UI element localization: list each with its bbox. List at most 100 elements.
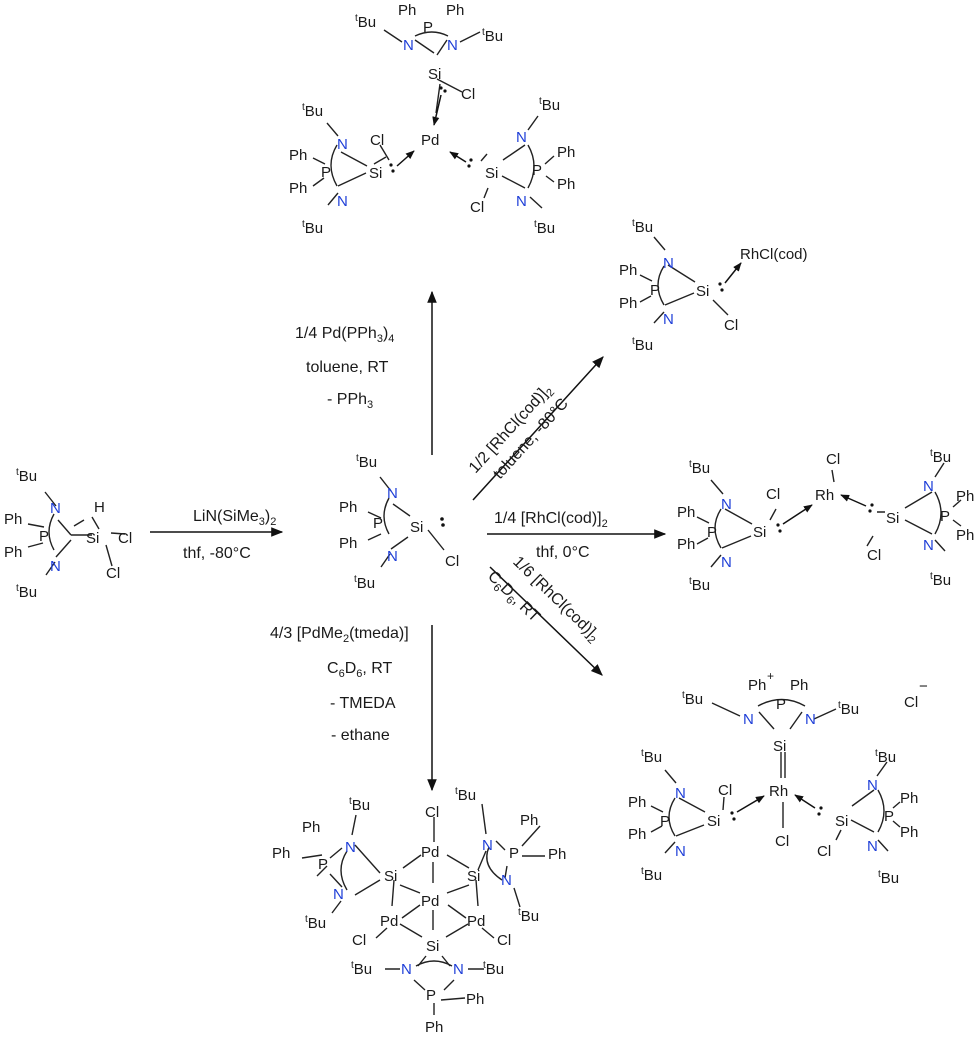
svg-text:Ph: Ph	[628, 826, 646, 843]
svg-text:Cl: Cl	[775, 833, 789, 850]
svg-text:Ph: Ph	[619, 262, 637, 279]
svg-text:Si: Si	[467, 868, 480, 885]
svg-text:Ph: Ph	[339, 499, 357, 516]
svg-text:N: N	[743, 711, 754, 728]
svg-text:Ph: Ph	[557, 176, 575, 193]
svg-text:P: P	[321, 164, 331, 181]
svg-text:tBu: tBu	[302, 219, 323, 237]
svg-text:N: N	[805, 711, 816, 728]
arrow-rh-sixth	[489, 566, 603, 676]
svg-text:tBu: tBu	[305, 914, 326, 932]
svg-text:Cl: Cl	[370, 132, 384, 149]
svg-text:N: N	[387, 548, 398, 565]
svg-text:Cl: Cl	[497, 932, 511, 949]
svg-text:P: P	[373, 515, 383, 532]
svg-text:tBu: tBu	[539, 96, 560, 114]
svg-text:N: N	[333, 886, 344, 903]
svg-text:Si: Si	[835, 813, 848, 830]
svg-text:Si: Si	[384, 868, 397, 885]
svg-text:Rh: Rh	[769, 783, 788, 800]
cond-pd-top-line3: - PPh3	[327, 391, 373, 411]
cond-pd-bottom-line4: - ethane	[331, 727, 390, 744]
svg-text:Ph: Ph	[956, 488, 974, 505]
svg-text:tBu: tBu	[689, 576, 710, 594]
svg-text:tBu: tBu	[351, 960, 372, 978]
svg-text:N: N	[337, 193, 348, 210]
svg-text:tBu: tBu	[354, 574, 375, 592]
svg-text:N: N	[516, 193, 527, 210]
svg-text:Ph: Ph	[900, 824, 918, 841]
svg-text:Ph: Ph	[302, 819, 320, 836]
svg-text:tBu: tBu	[455, 786, 476, 804]
svg-text:N: N	[337, 136, 348, 153]
svg-text:Ph: Ph	[339, 535, 357, 552]
svg-text:Pd: Pd	[467, 913, 485, 930]
cond-lin-line2: thf, -80°C	[183, 545, 251, 562]
rh-bis-silylene-structure: tBu N Cl Cl Ph P Si Rh Ph N tBu tBu N Ph…	[677, 448, 974, 594]
svg-text:N: N	[721, 554, 732, 571]
svg-text:N: N	[453, 961, 464, 978]
svg-text:N: N	[50, 558, 61, 575]
svg-text:+: +	[767, 669, 774, 683]
svg-text:tBu: tBu	[355, 13, 376, 31]
svg-text:tBu: tBu	[875, 748, 896, 766]
svg-text:P: P	[423, 19, 433, 36]
svg-text:tBu: tBu	[878, 869, 899, 887]
svg-text:tBu: tBu	[641, 866, 662, 884]
svg-text:Ph: Ph	[628, 794, 646, 811]
svg-text:tBu: tBu	[534, 219, 555, 237]
svg-text:Cl: Cl	[718, 782, 732, 799]
svg-text:Si: Si	[410, 519, 423, 536]
svg-text:RhCl(cod): RhCl(cod)	[740, 246, 808, 263]
svg-text:N: N	[721, 496, 732, 513]
svg-text:N: N	[663, 311, 674, 328]
svg-text:tBu: tBu	[518, 907, 539, 925]
svg-text:Cl: Cl	[445, 553, 459, 570]
svg-text:Ph: Ph	[289, 180, 307, 197]
svg-text:N: N	[675, 785, 686, 802]
svg-text:tBu: tBu	[632, 336, 653, 354]
svg-text:Ph: Ph	[900, 790, 918, 807]
svg-text:Ph: Ph	[520, 812, 538, 829]
pd4-si3-cluster-structure: Cl Pd Si Si Pd Pd Pd Cl Cl Si tBu Ph N P…	[272, 786, 566, 1036]
svg-text:P: P	[318, 856, 328, 873]
svg-text:Si: Si	[86, 530, 99, 547]
svg-text:N: N	[501, 872, 512, 889]
cond-pd-bottom-line1: 4/3 [PdMe2(tmeda)]	[270, 625, 409, 645]
svg-text:N: N	[923, 537, 934, 554]
svg-text:H: H	[94, 499, 105, 516]
svg-text:P: P	[509, 845, 519, 862]
svg-text:Pd: Pd	[421, 132, 439, 149]
svg-text:P: P	[39, 528, 49, 545]
svg-text:Ph: Ph	[548, 846, 566, 863]
svg-text:N: N	[482, 837, 493, 854]
svg-text:Si: Si	[773, 738, 786, 755]
svg-text:N: N	[516, 129, 527, 146]
svg-text:Pd: Pd	[380, 913, 398, 930]
svg-text:Ph: Ph	[289, 147, 307, 164]
svg-text:Ph: Ph	[677, 536, 695, 553]
cond-pd-top-line1: 1/4 Pd(PPh3)4	[295, 325, 394, 345]
svg-text:Si: Si	[426, 938, 439, 955]
svg-text:Cl: Cl	[867, 547, 881, 564]
svg-text:Ph: Ph	[619, 295, 637, 312]
svg-text:Si: Si	[707, 813, 720, 830]
svg-text:Ph: Ph	[956, 527, 974, 544]
svg-text:tBu: tBu	[632, 218, 653, 236]
svg-text:Si: Si	[369, 165, 382, 182]
svg-text:P: P	[884, 808, 894, 825]
svg-text:tBu: tBu	[838, 700, 859, 718]
svg-text:Cl: Cl	[817, 843, 831, 860]
cond-pd-top-line2: toluene, RT	[306, 359, 389, 376]
svg-text:N: N	[401, 961, 412, 978]
cond-rh-quarter-line1: 1/4 [RhCl(cod)]2	[494, 510, 608, 530]
svg-text:tBu: tBu	[356, 453, 377, 471]
svg-text:Si: Si	[428, 66, 441, 83]
rh-cationic-tris-silylene-structure: tBu Ph + Ph P N N tBu Si Rh Cl Cl − tBu …	[628, 669, 928, 887]
starting-material-structure: tBu N H Ph P Si Cl Ph N Cl tBu	[4, 467, 132, 601]
svg-text:tBu: tBu	[682, 690, 703, 708]
svg-text:P: P	[707, 524, 717, 541]
anion-charge: −	[919, 678, 928, 695]
svg-text:Cl: Cl	[106, 565, 120, 582]
